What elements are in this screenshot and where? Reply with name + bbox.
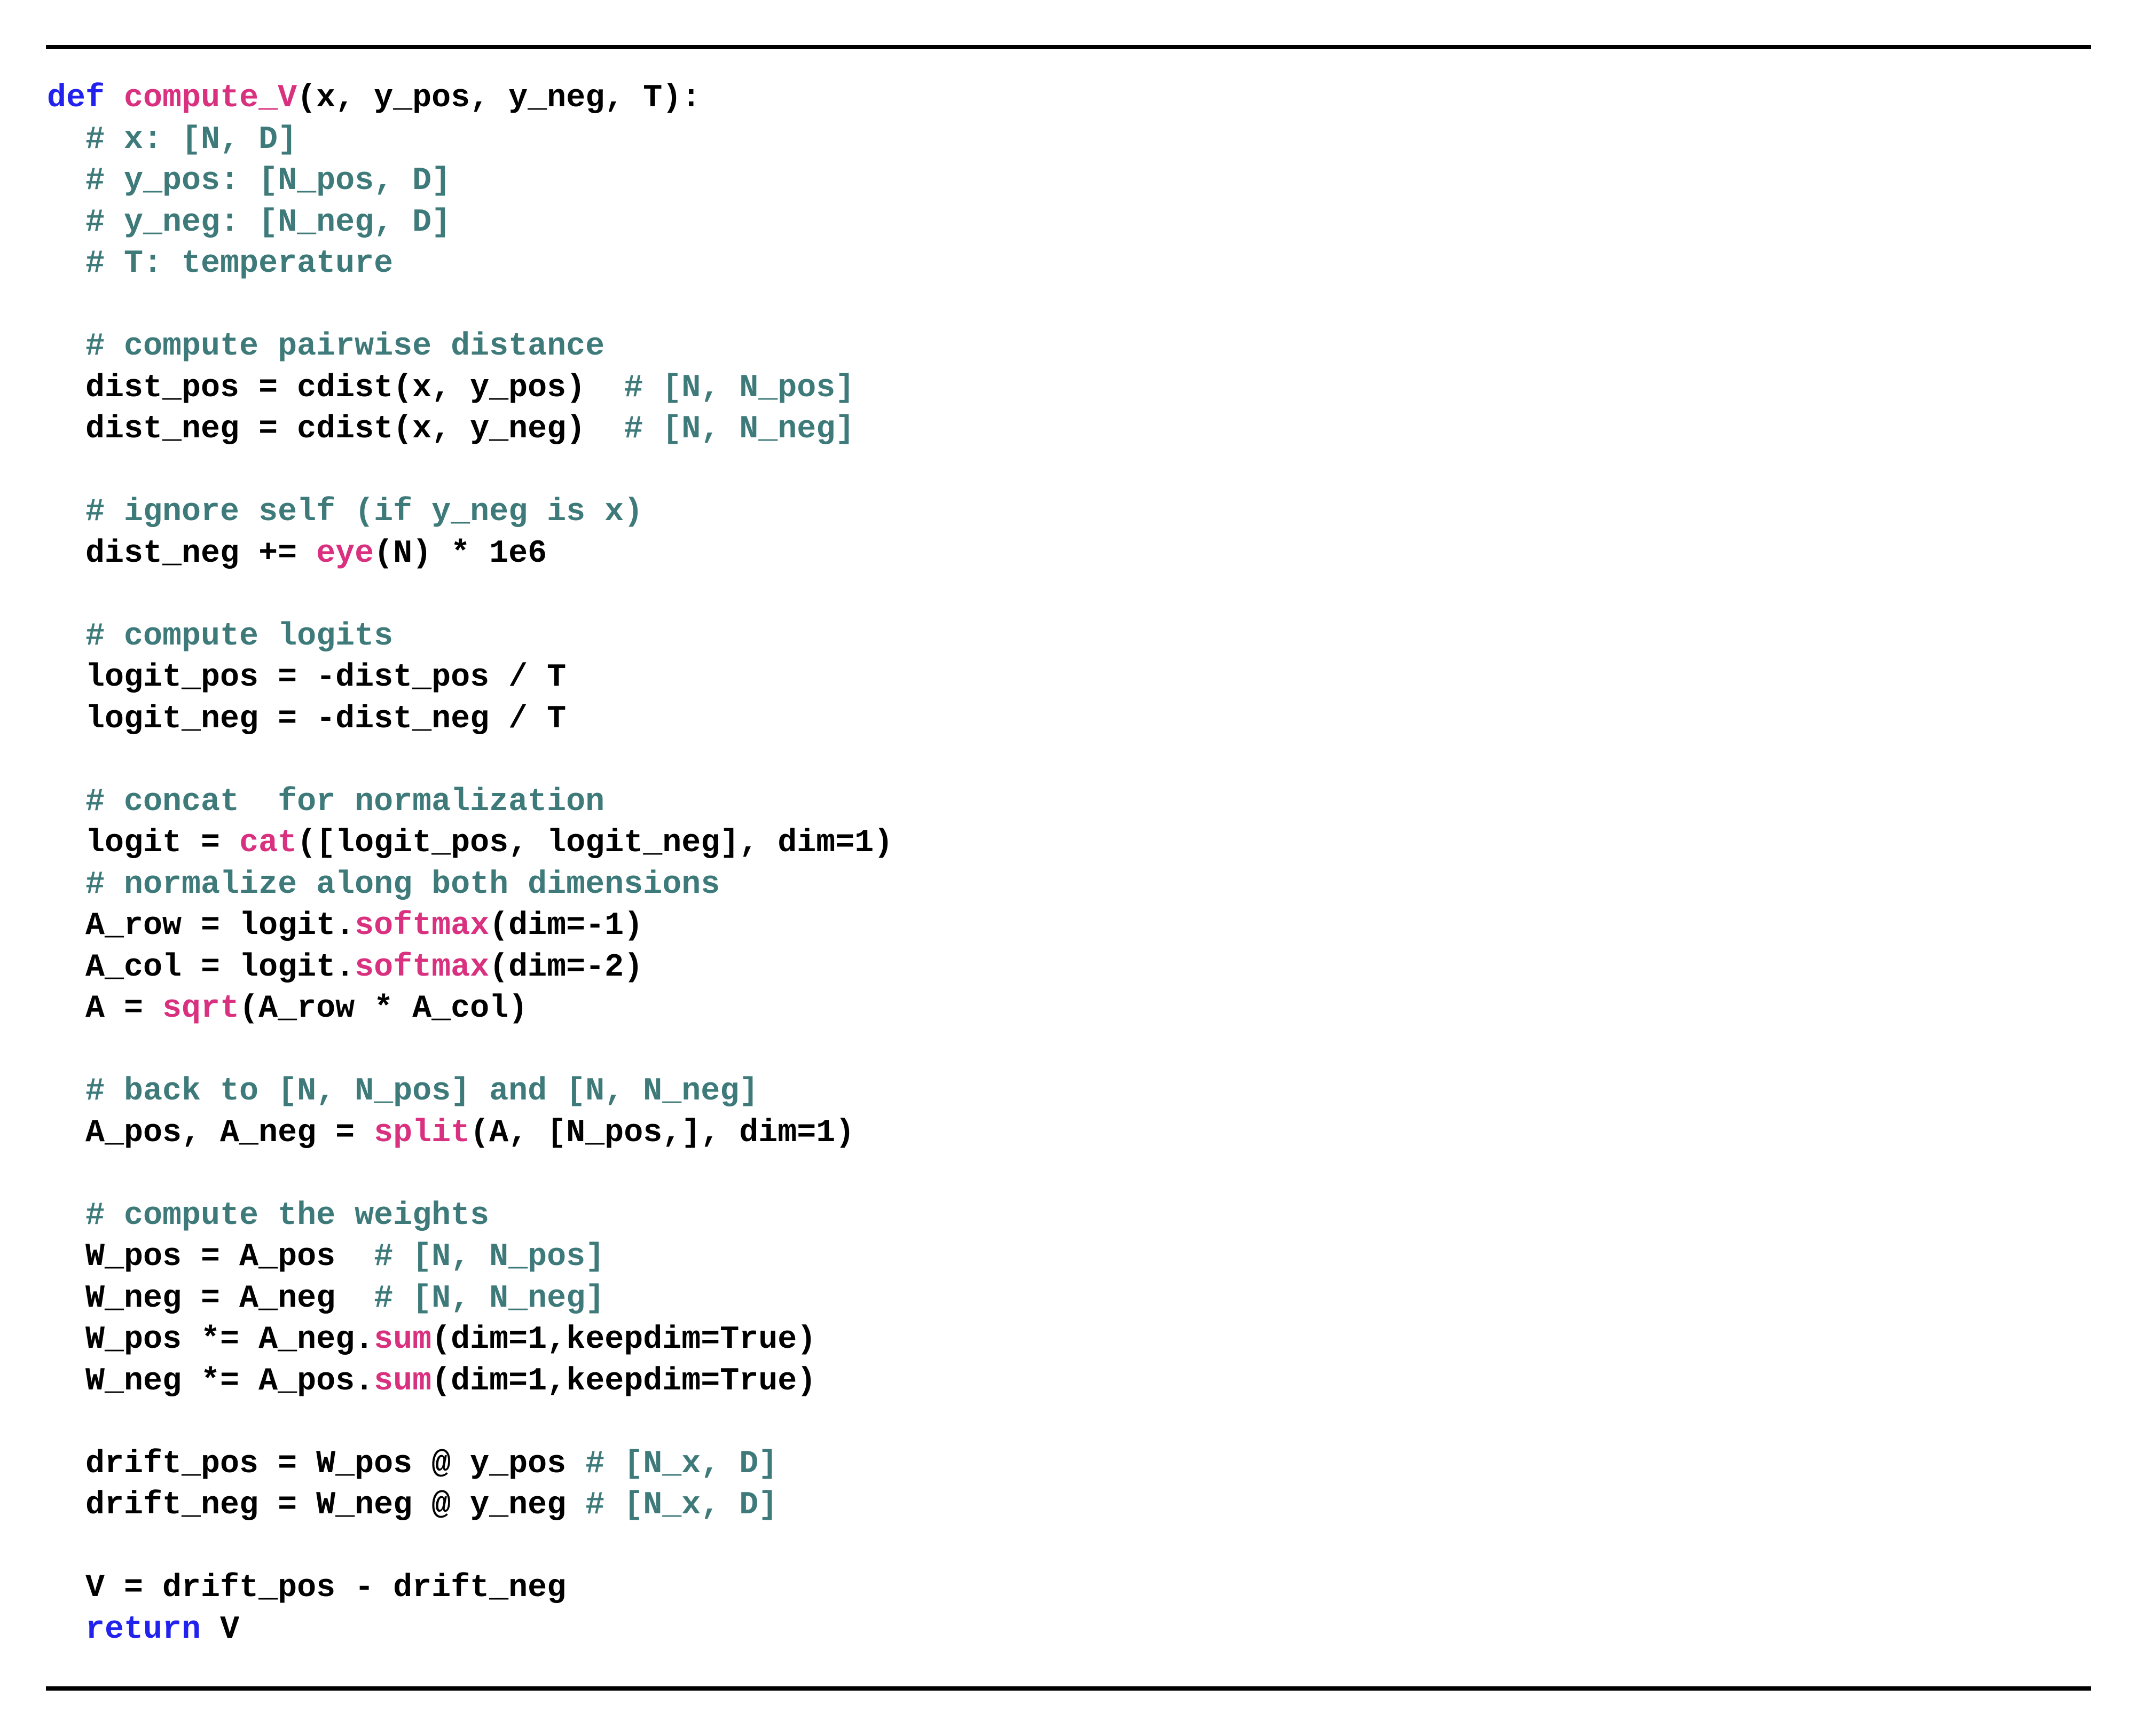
code-token-comment: # back to [N, N_pos] and [N, N_neg] [47, 1073, 759, 1110]
code-token-comment: # ignore self (if y_neg is x) [47, 494, 643, 530]
code-token-comment: # concat for normalization [47, 783, 605, 820]
code-token-plain: W_neg = A_neg [47, 1280, 374, 1317]
code-token-comment: # [N_x, D] [585, 1446, 778, 1482]
code-line: logit_neg = -dist_neg / T [47, 699, 893, 741]
code-line [47, 575, 893, 616]
code-token-plain [47, 1612, 85, 1648]
code-token-plain [105, 80, 124, 116]
code-token-plain: W_neg *= A_pos. [47, 1363, 374, 1400]
code-token-function: sum [374, 1363, 432, 1400]
code-line: drift_neg = W_neg @ y_neg # [N_x, D] [47, 1485, 893, 1527]
code-token-plain: dist_pos = cdist(x, y_pos) [47, 370, 624, 406]
code-line: W_pos *= A_neg.sum(dim=1,keepdim=True) [47, 1319, 893, 1361]
code-token-plain: (A_row * A_col) [239, 991, 528, 1027]
code-token-plain: dist_neg += [47, 535, 317, 572]
code-token-comment: # [N, N_pos] [374, 1239, 605, 1275]
code-token-comment: # T: temperature [47, 246, 394, 282]
code-line: # compute pairwise distance [47, 326, 893, 368]
code-line: V = drift_pos - drift_neg [47, 1568, 893, 1609]
code-line: A = sqrt(A_row * A_col) [47, 988, 893, 1030]
code-token-plain: drift_neg = W_neg @ y_neg [47, 1487, 586, 1523]
code-token-plain: drift_pos = W_pos @ y_pos [47, 1446, 586, 1482]
code-token-plain: logit_pos = -dist_pos / T [47, 659, 567, 696]
code-line [47, 451, 893, 492]
code-token-function: split [374, 1114, 470, 1151]
code-line: # back to [N, N_pos] and [N, N_neg] [47, 1071, 893, 1113]
code-token-comment: # [N, N_neg] [374, 1280, 605, 1317]
code-token-function: sum [374, 1322, 432, 1358]
code-token-keyword: return [85, 1611, 201, 1648]
code-line: drift_pos = W_pos @ y_pos # [N_x, D] [47, 1444, 893, 1486]
code-line: W_neg *= A_pos.sum(dim=1,keepdim=True) [47, 1361, 893, 1403]
code-line: W_neg = A_neg # [N, N_neg] [47, 1278, 893, 1320]
code-token-comment: # [N_x, D] [585, 1487, 778, 1523]
code-token-comment: # y_pos: [N_pos, D] [47, 163, 451, 199]
code-token-plain: logit_neg = -dist_neg / T [47, 701, 567, 737]
code-line [47, 1154, 893, 1196]
code-token-function: sqrt [162, 991, 240, 1027]
code-line: dist_pos = cdist(x, y_pos) # [N, N_pos] [47, 368, 893, 410]
code-token-comment: # [N, N_pos] [624, 370, 855, 406]
code-token-plain: (dim=1,keepdim=True) [431, 1363, 816, 1400]
code-token-plain: A_pos, A_neg = [47, 1114, 374, 1151]
code-line: A_row = logit.softmax(dim=-1) [47, 906, 893, 947]
code-line: # ignore self (if y_neg is x) [47, 492, 893, 533]
code-line: A_col = logit.softmax(dim=-2) [47, 947, 893, 989]
code-token-plain: (x, y_pos, y_neg, T): [297, 80, 701, 116]
code-token-plain: A_row = logit. [47, 908, 355, 944]
code-token-comment: # y_neg: [N_neg, D] [47, 204, 451, 241]
code-token-function: compute_V [124, 80, 297, 116]
code-line: # y_pos: [N_pos, D] [47, 161, 893, 202]
code-line: # compute logits [47, 616, 893, 658]
code-line: # compute the weights [47, 1196, 893, 1237]
code-token-plain: A = [47, 991, 163, 1027]
code-token-comment: # [N, N_neg] [624, 411, 855, 447]
code-token-plain: (A, [N_pos,], dim=1) [470, 1114, 855, 1151]
code-token-plain: W_pos = A_pos [47, 1239, 374, 1275]
code-token-plain: (dim=-2) [489, 949, 643, 986]
code-token-plain: (N) * 1e6 [374, 535, 547, 572]
code-line [47, 740, 893, 782]
code-token-plain: (dim=1,keepdim=True) [431, 1322, 816, 1358]
code-line: A_pos, A_neg = split(A, [N_pos,], dim=1) [47, 1113, 893, 1154]
code-token-plain: W_pos *= A_neg. [47, 1322, 374, 1358]
code-token-plain: dist_neg = cdist(x, y_neg) [47, 411, 624, 447]
code-token-plain: V = drift_pos - drift_neg [47, 1570, 567, 1606]
code-line: dist_neg += eye(N) * 1e6 [47, 533, 893, 575]
code-line: return V [47, 1609, 893, 1651]
code-token-function: cat [239, 825, 297, 861]
code-line: # normalize along both dimensions [47, 865, 893, 906]
code-token-function: softmax [355, 908, 490, 944]
top-rule [46, 45, 2091, 49]
code-token-comment: # compute pairwise distance [47, 328, 605, 365]
code-line [47, 285, 893, 327]
code-token-comment: # compute the weights [47, 1197, 490, 1234]
code-line [47, 1030, 893, 1072]
code-line: # x: [N, D] [47, 120, 893, 161]
code-token-comment: # x: [N, D] [47, 121, 297, 158]
code-token-plain: V [201, 1611, 240, 1648]
code-line: # T: temperature [47, 243, 893, 285]
code-line: logit_pos = -dist_pos / T [47, 657, 893, 699]
code-line: # concat for normalization [47, 782, 893, 823]
code-line: logit = cat([logit_pos, logit_neg], dim=… [47, 823, 893, 865]
code-token-comment: # normalize along both dimensions [47, 866, 720, 903]
code-token-plain: logit = [47, 825, 240, 861]
code-line: # y_neg: [N_neg, D] [47, 202, 893, 244]
code-line: W_pos = A_pos # [N, N_pos] [47, 1237, 893, 1278]
code-token-keyword: def [47, 80, 105, 116]
code-token-plain: (dim=-1) [489, 908, 643, 944]
code-line: def compute_V(x, y_pos, y_neg, T): [47, 78, 893, 120]
bottom-rule [46, 1686, 2091, 1691]
code-line [47, 1527, 893, 1568]
code-token-function: softmax [355, 949, 490, 986]
code-token-plain: A_col = logit. [47, 949, 355, 986]
code-token-plain: ([logit_pos, logit_neg], dim=1) [297, 825, 893, 861]
code-token-function: eye [316, 535, 374, 572]
code-line [47, 1402, 893, 1444]
code-listing: def compute_V(x, y_pos, y_neg, T): # x: … [47, 78, 893, 1651]
code-token-comment: # compute logits [47, 618, 394, 655]
code-line: dist_neg = cdist(x, y_neg) # [N, N_neg] [47, 409, 893, 451]
